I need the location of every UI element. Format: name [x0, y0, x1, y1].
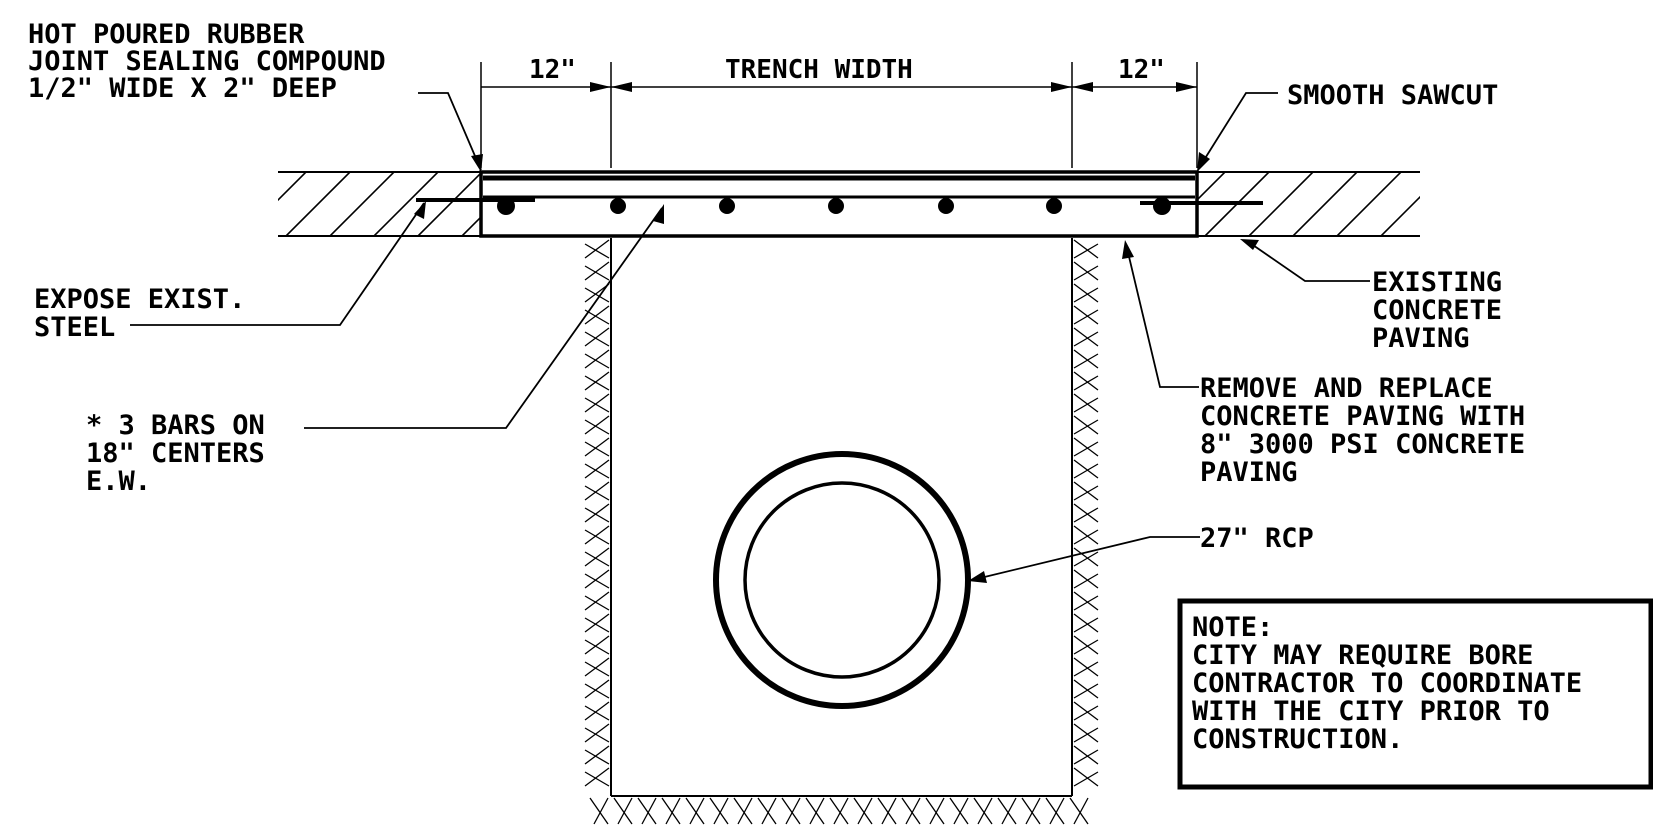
- dimension-trench-width: TRENCH WIDTH: [725, 55, 913, 85]
- rebar-dot: [828, 198, 844, 214]
- expose-steel-label: EXPOSE EXIST. STEEL: [34, 284, 245, 343]
- expose-steel-line-1: EXPOSE EXIST.: [34, 284, 245, 315]
- replace-paving-line-2: CONCRETE PAVING WITH: [1200, 401, 1525, 432]
- bars-line-3: E.W.: [86, 466, 151, 497]
- note-title: NOTE:: [1192, 612, 1273, 643]
- sealant-label: HOT POURED RUBBER JOINT SEALING COMPOUND…: [28, 19, 386, 104]
- rebar-dot: [610, 198, 626, 214]
- note-line-2: CONTRACTOR TO COORDINATE: [1192, 668, 1582, 699]
- rebar-dot: [938, 198, 954, 214]
- dimension-right: 12": [1118, 55, 1165, 85]
- dimension-left: 12": [529, 55, 576, 85]
- soil-hatch-right: [1073, 239, 1099, 787]
- note-line-3: WITH THE CITY PRIOR TO: [1192, 696, 1550, 727]
- bars-line-1: * 3 BARS ON: [86, 410, 265, 441]
- replace-paving-line-3: 8" 3000 PSI CONCRETE: [1200, 429, 1525, 460]
- existing-paving-line-1: EXISTING: [1372, 267, 1502, 298]
- sealant-line-1: HOT POURED RUBBER: [28, 19, 305, 50]
- note-line-4: CONSTRUCTION.: [1192, 724, 1403, 755]
- replace-paving-label: REMOVE AND REPLACE CONCRETE PAVING WITH …: [1200, 373, 1525, 488]
- expose-steel-line-2: STEEL: [34, 312, 115, 343]
- soil-hatch-bottom: [589, 797, 1089, 825]
- rebar-dots: [497, 197, 1171, 215]
- bars-line-2: 18" CENTERS: [86, 438, 265, 469]
- existing-paving-label: EXISTING CONCRETE PAVING: [1372, 267, 1502, 354]
- sealant-line-3: 1/2" WIDE X 2" DEEP: [28, 73, 337, 104]
- existing-pavement-right: [1197, 171, 1420, 237]
- trench-walls: [610, 238, 1073, 797]
- replace-paving-line-1: REMOVE AND REPLACE: [1200, 373, 1493, 404]
- leader-lines: [130, 92, 1370, 583]
- replace-paving-line-4: PAVING: [1200, 457, 1298, 488]
- sawcut-label: SMOOTH SAWCUT: [1287, 80, 1498, 111]
- soil-hatch-left: [584, 239, 610, 787]
- existing-paving-line-2: CONCRETE: [1372, 295, 1502, 326]
- existing-pavement-left: [278, 171, 481, 237]
- sealant-line-2: JOINT SEALING COMPOUND: [28, 46, 386, 77]
- rebar-dot: [497, 197, 515, 215]
- rebar-dot: [719, 198, 735, 214]
- rebar-dot: [1046, 198, 1062, 214]
- note-line-1: CITY MAY REQUIRE BORE: [1192, 640, 1533, 671]
- note-box: NOTE: CITY MAY REQUIRE BORE CONTRACTOR T…: [1177, 598, 1653, 790]
- rebar-dot: [1153, 197, 1171, 215]
- pipe-label: 27" RCP: [1200, 523, 1314, 554]
- bars-label: * 3 BARS ON 18" CENTERS E.W.: [86, 410, 265, 497]
- existing-paving-line-3: PAVING: [1372, 323, 1470, 354]
- dimension-lines: [480, 62, 1198, 168]
- rcp-pipe: [713, 451, 971, 709]
- replacement-slab: [479, 170, 1199, 238]
